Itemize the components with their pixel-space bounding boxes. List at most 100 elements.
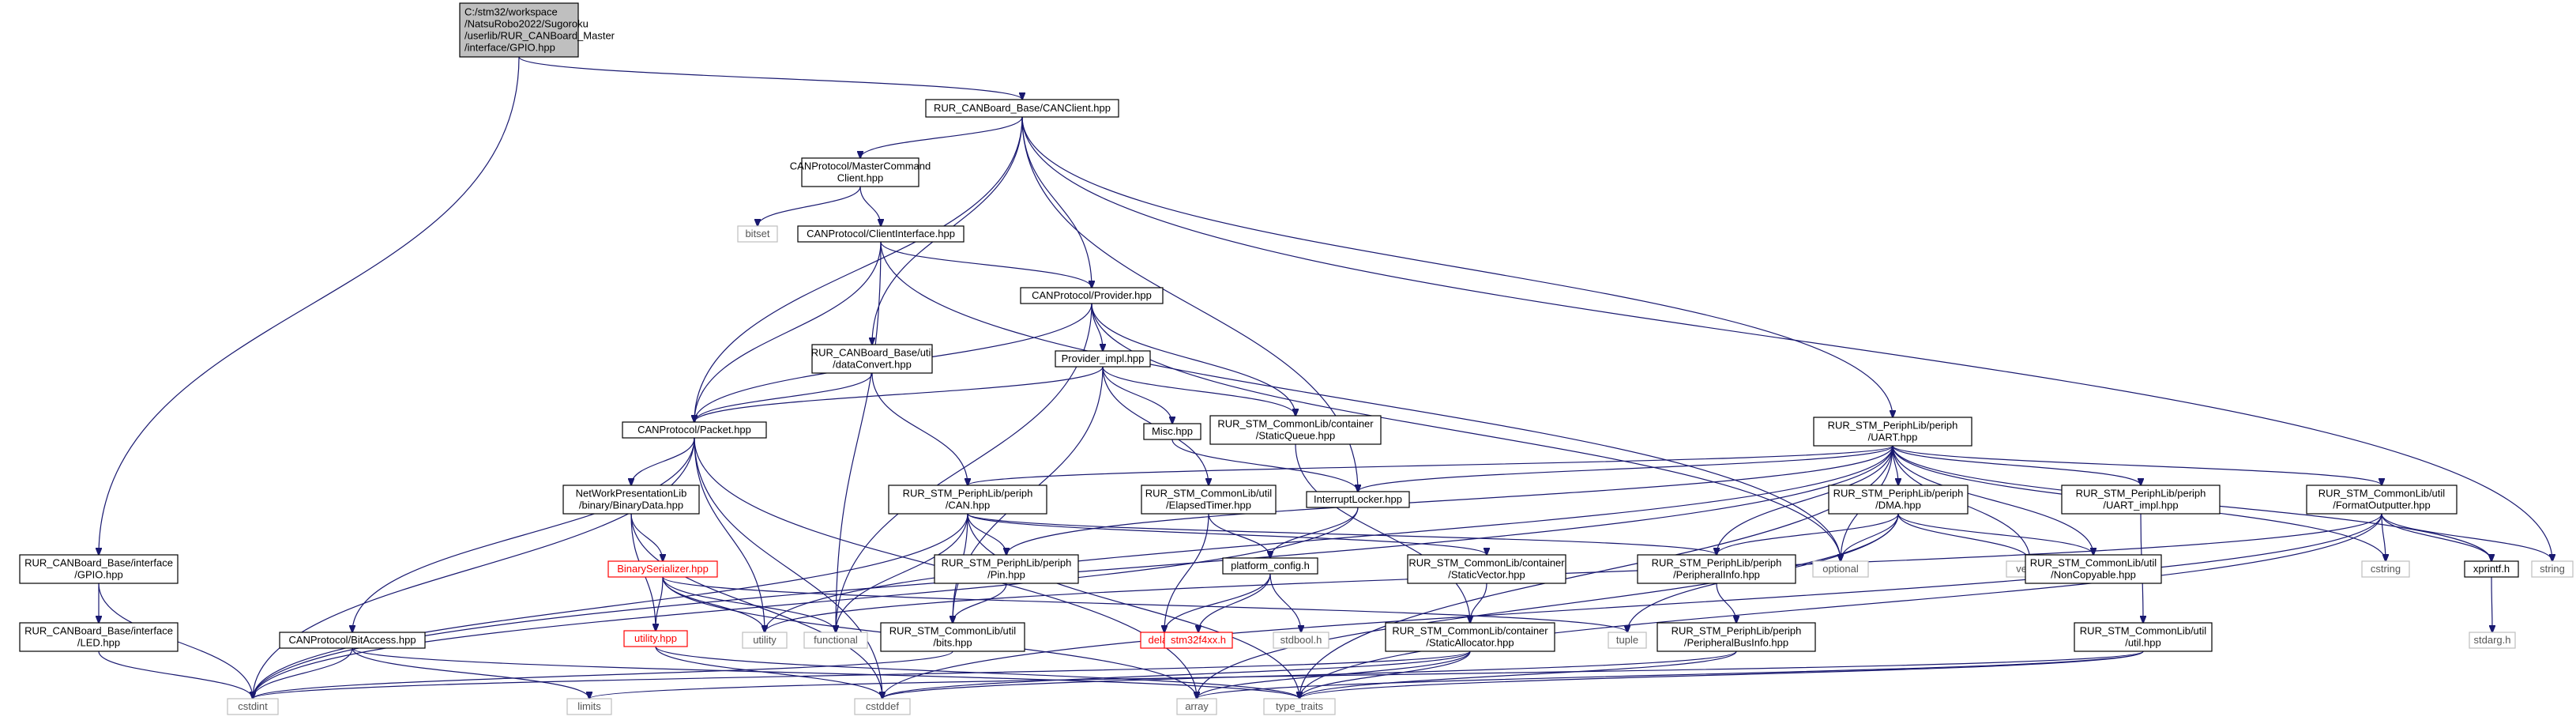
edge-dma-to-noncopyable xyxy=(1897,513,2093,555)
edge-gpio-hpp-to-canclient xyxy=(518,56,1022,100)
node-canclient[interactable]: RUR_CANBoard_Base/CANClient.hpp xyxy=(925,99,1119,118)
edge-staticalloc-to-cstddef xyxy=(882,650,1471,699)
node-periphinfo[interactable]: RUR_STM_PeriphLib/periph/PeripheralInfo.… xyxy=(1637,554,1796,584)
edge-canclient-to-uart xyxy=(1021,116,1893,417)
node-label-line: RUR_STM_PeriphLib/periph xyxy=(942,557,1072,569)
node-bits[interactable]: RUR_STM_CommonLib/util/bits.hpp xyxy=(880,622,1025,652)
node-box xyxy=(854,698,911,715)
node-box xyxy=(1020,287,1164,304)
node-cstddef[interactable]: cstddef xyxy=(854,698,911,715)
node-pin[interactable]: RUR_STM_PeriphLib/periph/Pin.hpp xyxy=(934,554,1079,584)
edge-uart-to-noncopyable xyxy=(1892,445,2093,555)
node-uart-impl[interactable]: RUR_STM_PeriphLib/periph/UART_impl.hpp xyxy=(2061,485,2221,515)
edge-formatout-to-type-traits xyxy=(1299,513,2382,699)
edge-clientif-to-provider xyxy=(880,241,1092,288)
node-provider-impl[interactable]: Provider_impl.hpp xyxy=(1055,350,1151,368)
edge-dataconvert-to-packet xyxy=(694,372,873,422)
node-box xyxy=(803,632,868,649)
node-staticvector[interactable]: RUR_STM_CommonLib/container/StaticVector… xyxy=(1407,554,1566,584)
node-label-line: /binary/BinaryData.hpp xyxy=(579,500,683,511)
node-stm32f4[interactable]: stm32f4xx.h xyxy=(1164,632,1233,649)
node-base-gpio[interactable]: RUR_CANBoard_Base/interface/GPIO.hpp xyxy=(19,554,179,584)
node-packet[interactable]: CANProtocol/Packet.hpp xyxy=(622,421,767,439)
node-elapsed[interactable]: RUR_STM_CommonLib/util/ElapsedTimer.hpp xyxy=(1141,485,1277,515)
node-array[interactable]: array xyxy=(1176,698,1217,715)
node-box xyxy=(1209,415,1382,445)
edge-periphinfo-to-periphbus xyxy=(1716,583,1736,623)
node-label-line: RUR_CANBoard_Base/interface xyxy=(24,557,173,569)
edge-packet-to-cstddef xyxy=(694,437,882,699)
node-string[interactable]: string xyxy=(2531,560,2574,578)
node-label-line: /DMA.hpp xyxy=(1875,500,1921,511)
node-platform[interactable]: platform_config.h xyxy=(1222,557,1318,575)
node-periphbus[interactable]: RUR_STM_PeriphLib/periph/PeripheralBusIn… xyxy=(1657,622,1816,652)
node-staticqueue[interactable]: RUR_STM_CommonLib/container/StaticQueue.… xyxy=(1209,415,1382,445)
node-label-line: CANProtocol/ClientInterface.hpp xyxy=(807,228,955,239)
edge-uart-to-pin xyxy=(1006,445,1893,555)
node-box xyxy=(2306,485,2458,515)
node-tuple[interactable]: tuple xyxy=(1608,632,1647,649)
node-label-line: RUR_STM_PeriphLib/periph xyxy=(1652,557,1782,569)
node-box xyxy=(562,485,700,515)
node-netpres[interactable]: NetWorkPresentationLib/binary/BinaryData… xyxy=(562,485,700,515)
node-interrupt[interactable]: InterruptLocker.hpp xyxy=(1306,491,1410,508)
edge-binser-to-functional xyxy=(662,576,836,632)
node-utilityhpp[interactable]: utility.hpp xyxy=(623,630,688,647)
node-box xyxy=(1222,557,1318,575)
node-optional[interactable]: optional xyxy=(1812,560,1869,578)
node-binser[interactable]: BinarySerializer.hpp xyxy=(607,560,718,578)
edge-formatout-to-utility xyxy=(765,513,2382,632)
node-cstring[interactable]: cstring xyxy=(2361,560,2410,578)
node-label-line: /bits.hpp xyxy=(933,637,972,649)
node-box xyxy=(934,554,1079,584)
node-label-line: BinarySerializer.hpp xyxy=(617,563,709,575)
node-box xyxy=(623,630,688,647)
node-staticalloc[interactable]: RUR_STM_CommonLib/container/StaticAlloca… xyxy=(1385,622,1555,652)
node-label-line: /ElapsedTimer.hpp xyxy=(1166,500,1251,511)
node-stdarg[interactable]: stdarg.h xyxy=(2469,632,2516,649)
node-label-line: /PeripheralInfo.hpp xyxy=(1673,569,1760,581)
node-label-line: /util.hpp xyxy=(2125,637,2161,649)
node-label-line: cstddef xyxy=(866,700,899,712)
node-noncopyable[interactable]: RUR_STM_CommonLib/util/NonCopyable.hpp xyxy=(2025,554,2162,584)
node-box xyxy=(737,225,778,243)
node-formatout[interactable]: RUR_STM_CommonLib/util/FormatOutputter.h… xyxy=(2306,485,2458,515)
node-bitset[interactable]: bitset xyxy=(737,225,778,243)
edge-clientif-to-functional xyxy=(836,241,882,632)
node-label-line: stdbool.h xyxy=(1280,634,1322,646)
edge-staticvector-to-staticalloc xyxy=(1470,583,1487,623)
node-functional[interactable]: functional xyxy=(803,632,868,649)
node-misc[interactable]: Misc.hpp xyxy=(1143,423,1202,440)
node-gpio-hpp[interactable]: C:/stm32/workspace/NatsuRobo2022/Sugorok… xyxy=(459,2,615,58)
edge-uart-to-utility xyxy=(765,445,1893,632)
node-dataconvert[interactable]: RUR_CANBoard_Base/util/dataConvert.hpp xyxy=(811,344,934,374)
node-base-led[interactable]: RUR_CANBoard_Base/interface/LED.hpp xyxy=(19,622,179,652)
node-label-line: /StaticQueue.hpp xyxy=(1256,430,1335,442)
node-dma[interactable]: RUR_STM_PeriphLib/periph/DMA.hpp xyxy=(1828,485,1969,515)
node-utilhpp[interactable]: RUR_STM_CommonLib/util/util.hpp xyxy=(2074,622,2213,652)
node-limits[interactable]: limits xyxy=(566,698,612,715)
node-cstdint[interactable]: cstdint xyxy=(227,698,279,715)
node-label-line: utility.hpp xyxy=(634,632,677,644)
edge-utilityhpp-to-cstddef xyxy=(655,646,882,699)
node-xprintf[interactable]: xprintf.h xyxy=(2464,560,2519,578)
node-uart[interactable]: RUR_STM_PeriphLib/periph/UART.hpp xyxy=(1813,417,1972,447)
node-label-line: RUR_STM_CommonLib/container xyxy=(1408,557,1565,569)
edge-bitaccess-to-cstdint xyxy=(253,647,353,699)
edge-misc-to-interrupt xyxy=(1171,439,1358,492)
node-label-line: RUR_CANBoard_Base/CANClient.hpp xyxy=(934,102,1111,114)
node-box xyxy=(1176,698,1217,715)
node-utility[interactable]: utility xyxy=(742,632,788,649)
node-provider[interactable]: CANProtocol/Provider.hpp xyxy=(1020,287,1164,304)
edge-pin-to-bits xyxy=(953,583,1007,623)
node-label-line: /PeripheralBusInfo.hpp xyxy=(1684,637,1788,649)
node-clientif[interactable]: CANProtocol/ClientInterface.hpp xyxy=(797,225,965,243)
node-label-line: /Pin.hpp xyxy=(987,569,1025,581)
node-bitaccess[interactable]: CANProtocol/BitAccess.hpp xyxy=(279,632,426,649)
edge-platform-to-delay xyxy=(1164,573,1271,632)
node-stdbool[interactable]: stdbool.h xyxy=(1273,632,1329,649)
node-box xyxy=(1657,622,1816,652)
node-type-traits[interactable]: type_traits xyxy=(1263,698,1336,715)
node-can[interactable]: RUR_STM_PeriphLib/periph/CAN.hpp xyxy=(888,485,1047,515)
